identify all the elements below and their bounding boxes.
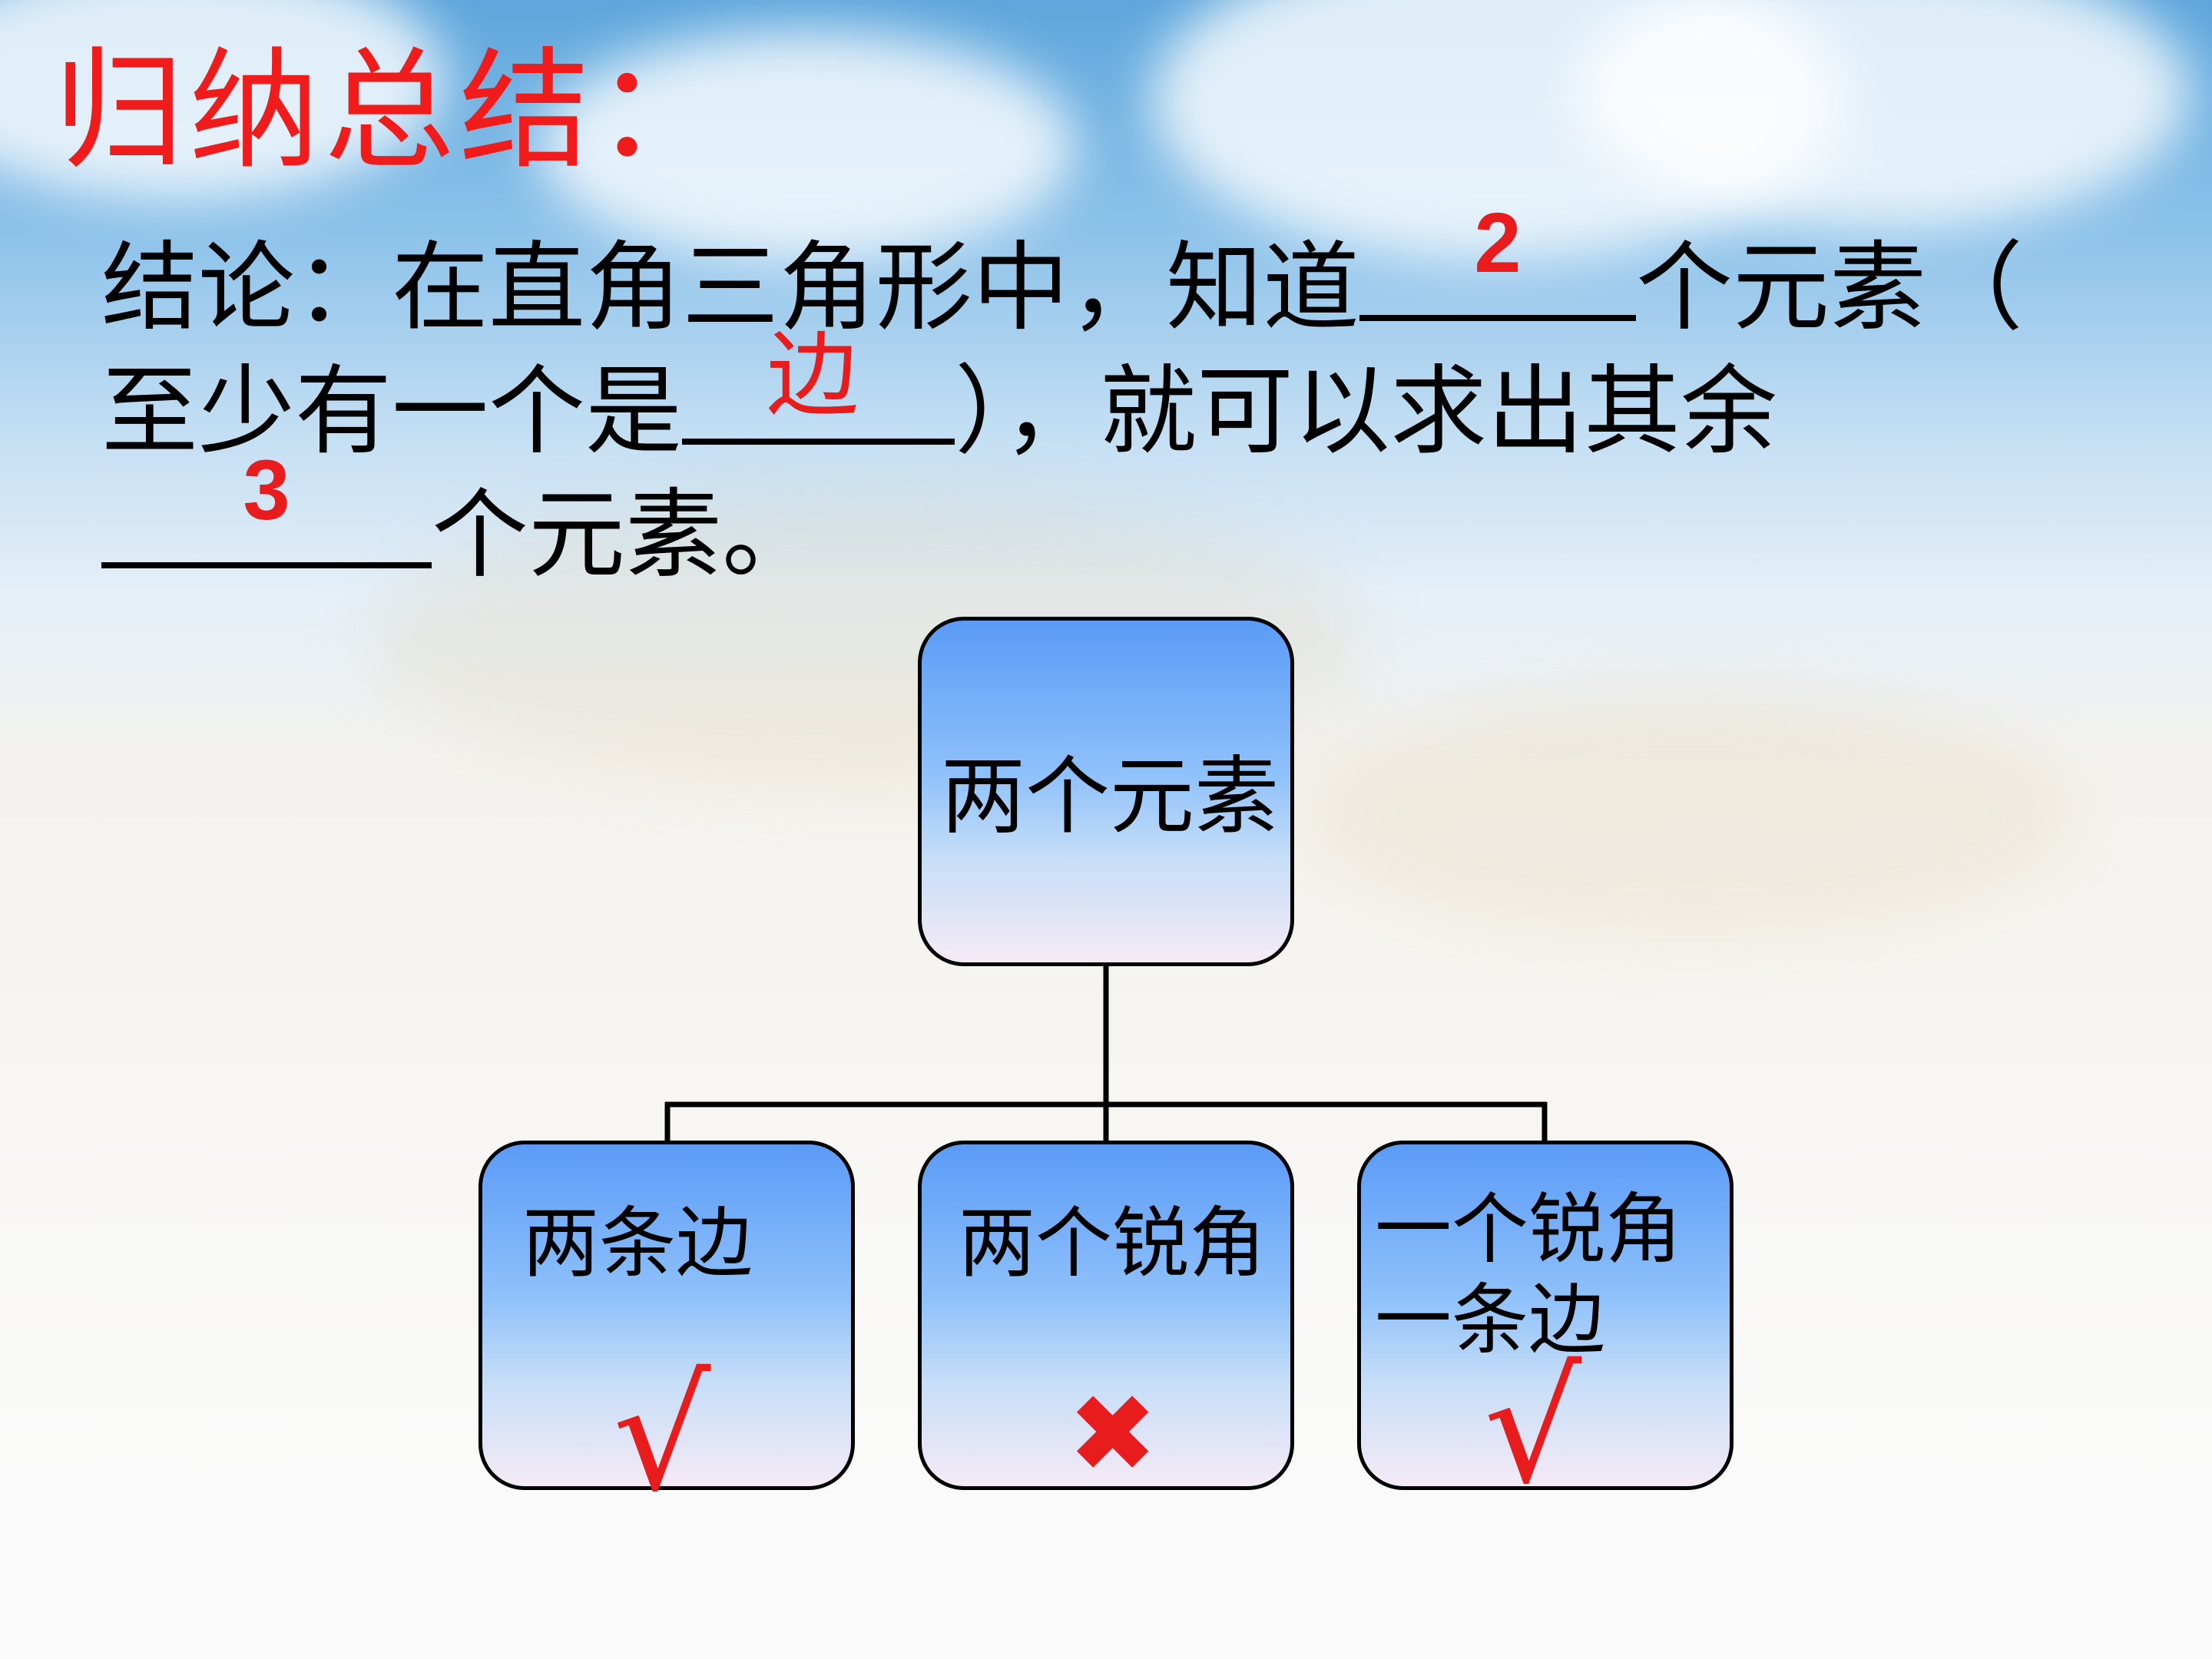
child-node-angle-and-side: 一个锐角 一条边 √ xyxy=(1357,1141,1734,1505)
conclusion-line-2: 至少有一个是边），就可以求出其余 xyxy=(101,329,2023,470)
conclusion-text: 个元素（ xyxy=(1636,231,2023,344)
check-mark-icon: √ xyxy=(613,1346,711,1525)
conclusion-text: 结论：在直角三角形中，知道 xyxy=(101,231,1359,344)
child-node-label: 两条边 xyxy=(522,1198,753,1288)
check-mark-icon: √ xyxy=(1484,1339,1582,1518)
child-node-two-sides: 两条边 √ xyxy=(478,1141,855,1513)
conclusion-text: ），就可以求出其余 xyxy=(955,355,1777,468)
child-node-label: 一条边 xyxy=(1375,1275,1605,1365)
cross-mark-icon: ✖ xyxy=(1068,1372,1158,1497)
wheat-decoration xyxy=(1306,691,2074,937)
child-node-two-acute-angles: 两个锐角 ✖ xyxy=(918,1141,1294,1490)
slide-title: 归纳总结： xyxy=(54,35,730,187)
cloud-decoration xyxy=(1575,0,2189,230)
child-node-label: 两个锐角 xyxy=(959,1198,1266,1288)
root-node-label: 两个元素 xyxy=(941,747,1279,846)
child-node-label: 一个锐角 xyxy=(1375,1184,1682,1274)
cloud-decoration xyxy=(538,31,1075,261)
answer-blank: 2 xyxy=(1359,201,1636,321)
conclusion-text: 个元素。 xyxy=(432,478,819,591)
answer-blank: 边 xyxy=(682,329,955,445)
answer-value: 边 xyxy=(767,324,859,427)
answer-blank: 3 xyxy=(101,449,432,568)
root-node: 两个元素 xyxy=(918,617,1294,966)
conclusion-text: 至少有一个是 xyxy=(101,355,682,468)
answer-value: 3 xyxy=(243,443,290,538)
answer-value: 2 xyxy=(1474,196,1522,290)
